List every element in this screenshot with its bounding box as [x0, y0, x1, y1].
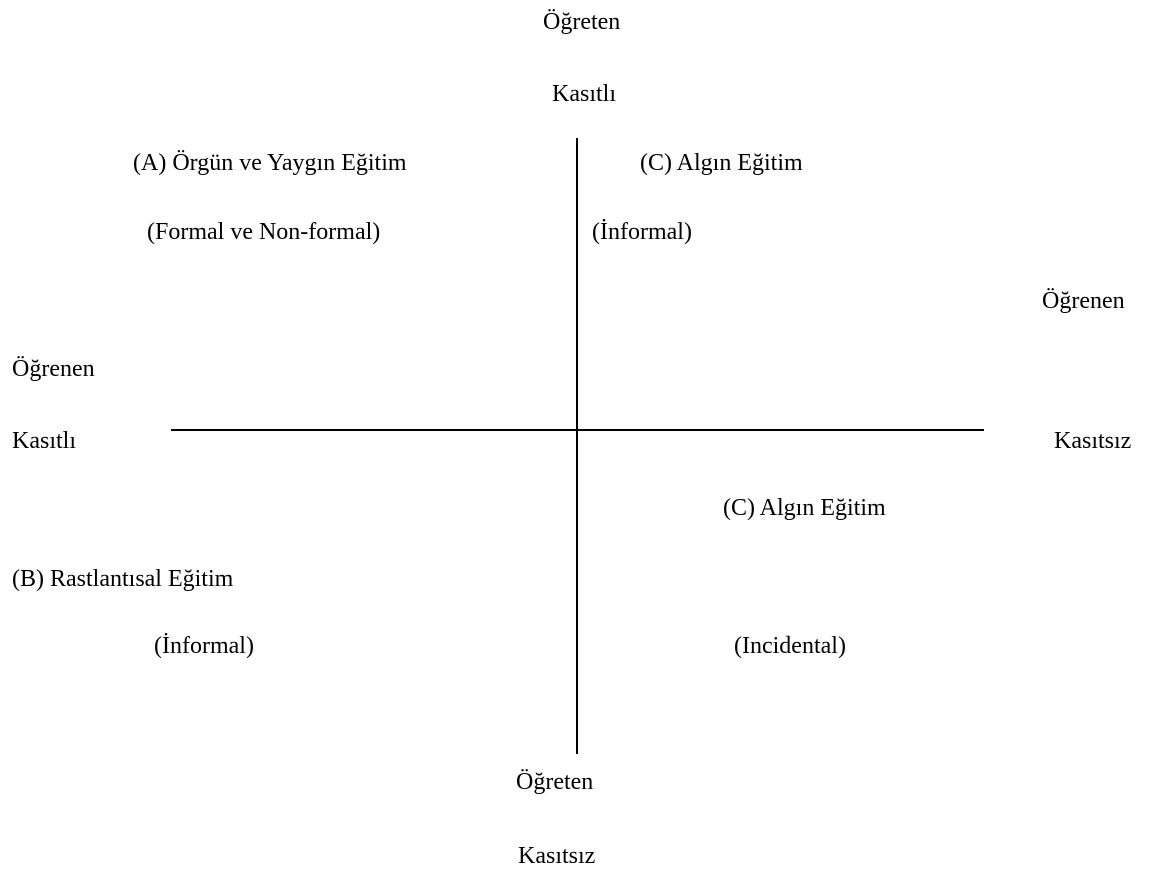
right-axis-intent-label: Kasıtsız — [1054, 428, 1132, 454]
quadrant-top-left-subtitle: (Formal ve Non-formal) — [147, 219, 381, 245]
top-axis-role-label: Öğreten — [543, 9, 621, 35]
bottom-axis-intent-label: Kasıtsız — [518, 843, 596, 869]
quadrant-top-right-subtitle: (İnformal) — [592, 219, 692, 245]
quadrant-bottom-right-title: (C) Algın Eğitim — [723, 495, 886, 521]
quadrant-top-left-title: (A) Örgün ve Yaygın Eğitim — [133, 150, 407, 176]
left-axis-role-label: Öğrenen — [12, 356, 95, 382]
quadrant-top-right-title: (C) Algın Eğitim — [640, 150, 803, 176]
horizontal-axis-line — [171, 429, 984, 431]
left-axis-intent-label: Kasıtlı — [12, 428, 76, 454]
vertical-axis-line — [576, 138, 578, 754]
quadrant-bottom-left-title: (B) Rastlantısal Eğitim — [12, 566, 234, 592]
right-axis-role-label: Öğrenen — [1042, 288, 1125, 314]
quadrant-bottom-left-subtitle: (İnformal) — [154, 633, 254, 659]
quadrant-bottom-right-subtitle: (Incidental) — [734, 633, 846, 659]
bottom-axis-role-label: Öğreten — [516, 769, 594, 795]
top-axis-intent-label: Kasıtlı — [552, 81, 616, 107]
